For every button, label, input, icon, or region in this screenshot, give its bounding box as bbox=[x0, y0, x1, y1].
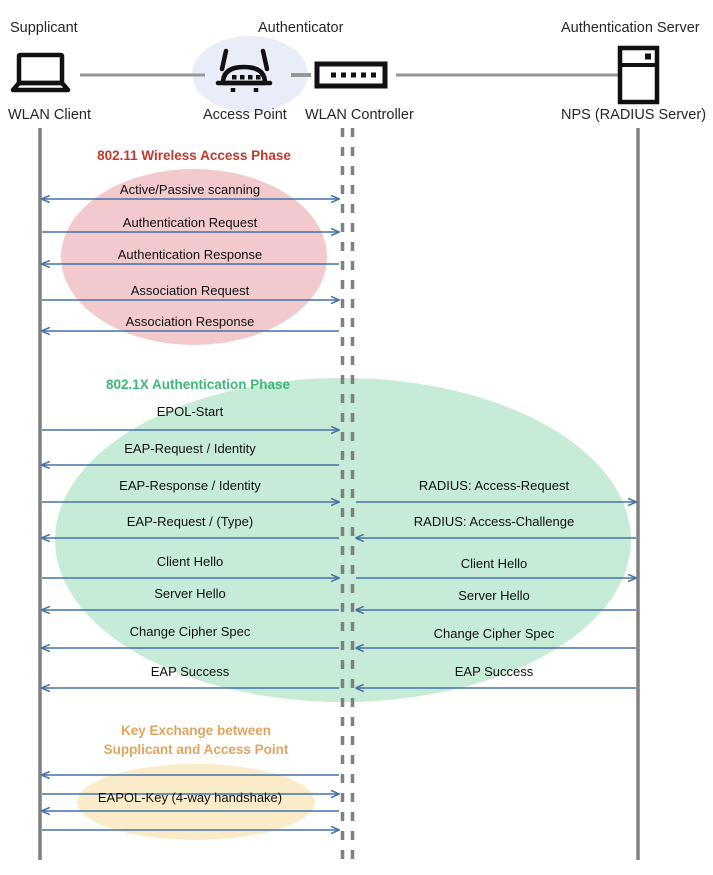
phase-label-8021x: 802.1X Authentication Phase bbox=[105, 377, 291, 392]
authenticator-region bbox=[192, 36, 308, 112]
role-label-authenticator: Authenticator bbox=[258, 20, 344, 36]
message-label-radius-access-challenge: RADIUS: Access-Challenge bbox=[413, 514, 575, 529]
phase-label-key-exchange: Key Exchange between Supplicant and Acce… bbox=[46, 721, 346, 759]
message-label-eapol-key: EAPOL-Key (4-way handshake) bbox=[97, 790, 283, 805]
phase-8021x-ellipse bbox=[55, 378, 631, 702]
wireless-router-icon bbox=[215, 48, 273, 92]
message-label-eap-response-identity: EAP-Response / Identity bbox=[119, 478, 261, 493]
router-led-dots bbox=[232, 75, 261, 80]
phase-label-key-exchange-line2: Supplicant and Access Point bbox=[103, 742, 289, 757]
phase-key-ellipse bbox=[77, 764, 315, 840]
message-label-client-hello-left: Client Hello bbox=[156, 554, 224, 569]
message-label-change-cipher-spec-right: Change Cipher Spec bbox=[433, 626, 555, 641]
message-label-eap-success-right: EAP Success bbox=[454, 664, 534, 679]
message-label-radius-access-request: RADIUS: Access-Request bbox=[418, 478, 570, 493]
phase-80211-ellipse bbox=[61, 169, 327, 345]
message-arrows-left bbox=[42, 199, 339, 830]
message-label-eap-success-left: EAP Success bbox=[150, 664, 230, 679]
message-label-active-passive-scanning: Active/Passive scanning bbox=[119, 182, 261, 197]
message-label-epol-start: EPOL-Start bbox=[156, 404, 224, 419]
server-tower-icon bbox=[617, 45, 660, 105]
controller-box-icon bbox=[314, 61, 388, 89]
message-label-server-hello-left: Server Hello bbox=[154, 586, 226, 601]
message-label-authentication-request: Authentication Request bbox=[122, 215, 258, 230]
message-arrows-right bbox=[356, 502, 636, 688]
message-label-eap-request-type: EAP-Request / (Type) bbox=[126, 514, 254, 529]
device-label-wlan-client: WLAN Client bbox=[8, 107, 91, 123]
device-label-access-point: Access Point bbox=[203, 107, 287, 123]
message-label-server-hello-right: Server Hello bbox=[458, 588, 530, 603]
message-label-association-response: Association Response bbox=[125, 314, 255, 329]
message-label-authentication-response: Authentication Response bbox=[117, 247, 263, 262]
device-label-wlan-controller: WLAN Controller bbox=[305, 107, 414, 123]
message-label-client-hello-right: Client Hello bbox=[460, 556, 528, 571]
laptop-icon bbox=[10, 52, 71, 93]
phase-label-key-exchange-line1: Key Exchange between bbox=[120, 723, 272, 738]
message-label-association-request: Association Request bbox=[130, 283, 250, 298]
message-label-eap-request-identity: EAP-Request / Identity bbox=[124, 441, 256, 456]
role-label-auth-server: Authentication Server bbox=[561, 20, 700, 36]
role-label-supplicant: Supplicant bbox=[10, 20, 78, 36]
phase-label-80211: 802.11 Wireless Access Phase bbox=[97, 148, 291, 163]
message-label-change-cipher-spec-left: Change Cipher Spec bbox=[129, 624, 251, 639]
device-label-nps: NPS (RADIUS Server) bbox=[561, 107, 707, 123]
